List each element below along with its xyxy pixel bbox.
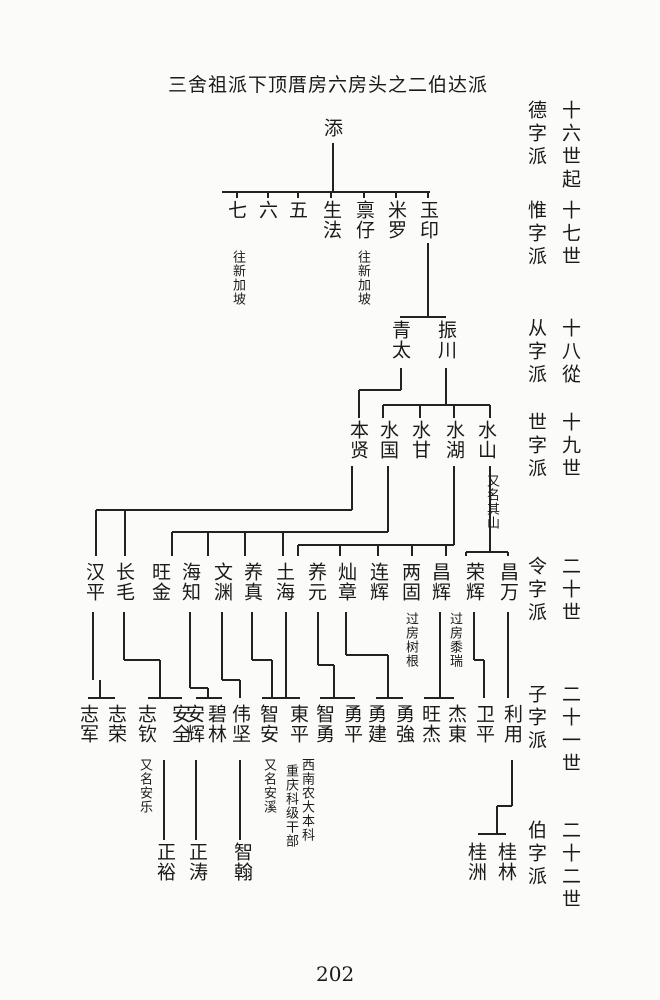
person-name: 安全 [169,704,191,744]
person-name: 水国 [377,420,399,460]
person-name: 水甘 [409,420,431,460]
person-name: 两固 [399,562,421,602]
page-title: 三舍祖派下顶厝房六房头之二伯达派 [168,74,489,96]
generation-number: 十七世 [559,200,581,269]
person-name: 桂洲 [465,842,487,882]
person-name: 智安 [257,704,279,744]
person-note: 往新加坡 [355,250,370,306]
generation-number: 十九世 [559,412,581,481]
person-name: 禀仔 [353,200,375,240]
person-name: 海知 [179,562,201,602]
person-name: 米罗 [385,200,407,240]
person-name: 生法 [320,200,342,240]
person-name: 荣辉 [463,562,485,602]
generation-number: 十六世起 [559,100,581,192]
person-name: 智勇 [313,704,335,744]
person-name: 正裕 [154,842,176,882]
generation-number: 二十世 [559,556,581,625]
person-name: 卫平 [473,704,495,744]
person-name: 伟坚 [229,704,251,744]
person-name: 汉平 [83,562,105,602]
person-name: 志军 [77,704,99,744]
person-name: 碧林 [205,704,227,744]
person-name: 六 [256,200,278,220]
generation-name: 惟字派 [525,200,547,269]
person-name: 志钦 [135,704,157,744]
person-note: 又名安溪 [261,758,276,814]
person-name: 勇平 [341,704,363,744]
person-note: 又名安乐 [137,758,152,814]
person-name: 正涛 [186,842,208,882]
person-name: 水湖 [443,420,465,460]
person-note: 西南农大本科 [299,758,314,842]
person-name: 土海 [273,562,295,602]
generation-name: 世字派 [525,412,547,481]
person-name: 七 [225,200,247,220]
person-name: 添 [321,118,343,138]
person-name: 東平 [287,704,309,744]
person-note: 往新加坡 [230,250,245,306]
person-name: 昌万 [497,562,519,602]
person-name: 振川 [435,320,457,360]
person-name: 灿章 [335,562,357,602]
page-number: 202 [316,962,355,986]
generation-name: 伯字派 [525,820,547,889]
person-name: 志荣 [105,704,127,744]
person-name: 利用 [501,704,523,744]
person-name: 旺金 [149,562,171,602]
person-name: 五 [286,200,308,220]
person-name: 长毛 [113,562,135,602]
person-name: 连辉 [367,562,389,602]
person-name: 勇建 [365,704,387,744]
person-name: 文渊 [211,562,233,602]
person-name: 安辉 [183,704,205,744]
generation-number: 二十一世 [559,684,581,776]
person-name: 本贤 [347,420,369,460]
person-note: 又名其山 [484,474,499,530]
person-name: 桂林 [495,842,517,882]
person-note: 重庆科级干部 [283,764,298,848]
person-note: 过房黍瑞 [447,612,462,668]
generation-name: 令字派 [525,556,547,625]
generation-number: 二十二世 [559,820,581,912]
generation-name: 子字派 [525,684,547,753]
person-name: 智翰 [231,842,253,882]
person-name: 旺杰 [419,704,441,744]
generation-number: 十八從 [559,318,581,387]
person-name: 养真 [241,562,263,602]
person-name: 昌辉 [429,562,451,602]
generation-name: 德字派 [525,100,547,169]
person-name: 水山 [475,420,497,460]
person-name: 杰東 [445,704,467,744]
generation-name: 从字派 [525,318,547,387]
person-note: 过房树根 [403,612,418,668]
person-name: 青太 [389,320,411,360]
person-name: 勇強 [393,704,415,744]
person-name: 玉印 [417,200,439,240]
person-name: 养元 [305,562,327,602]
